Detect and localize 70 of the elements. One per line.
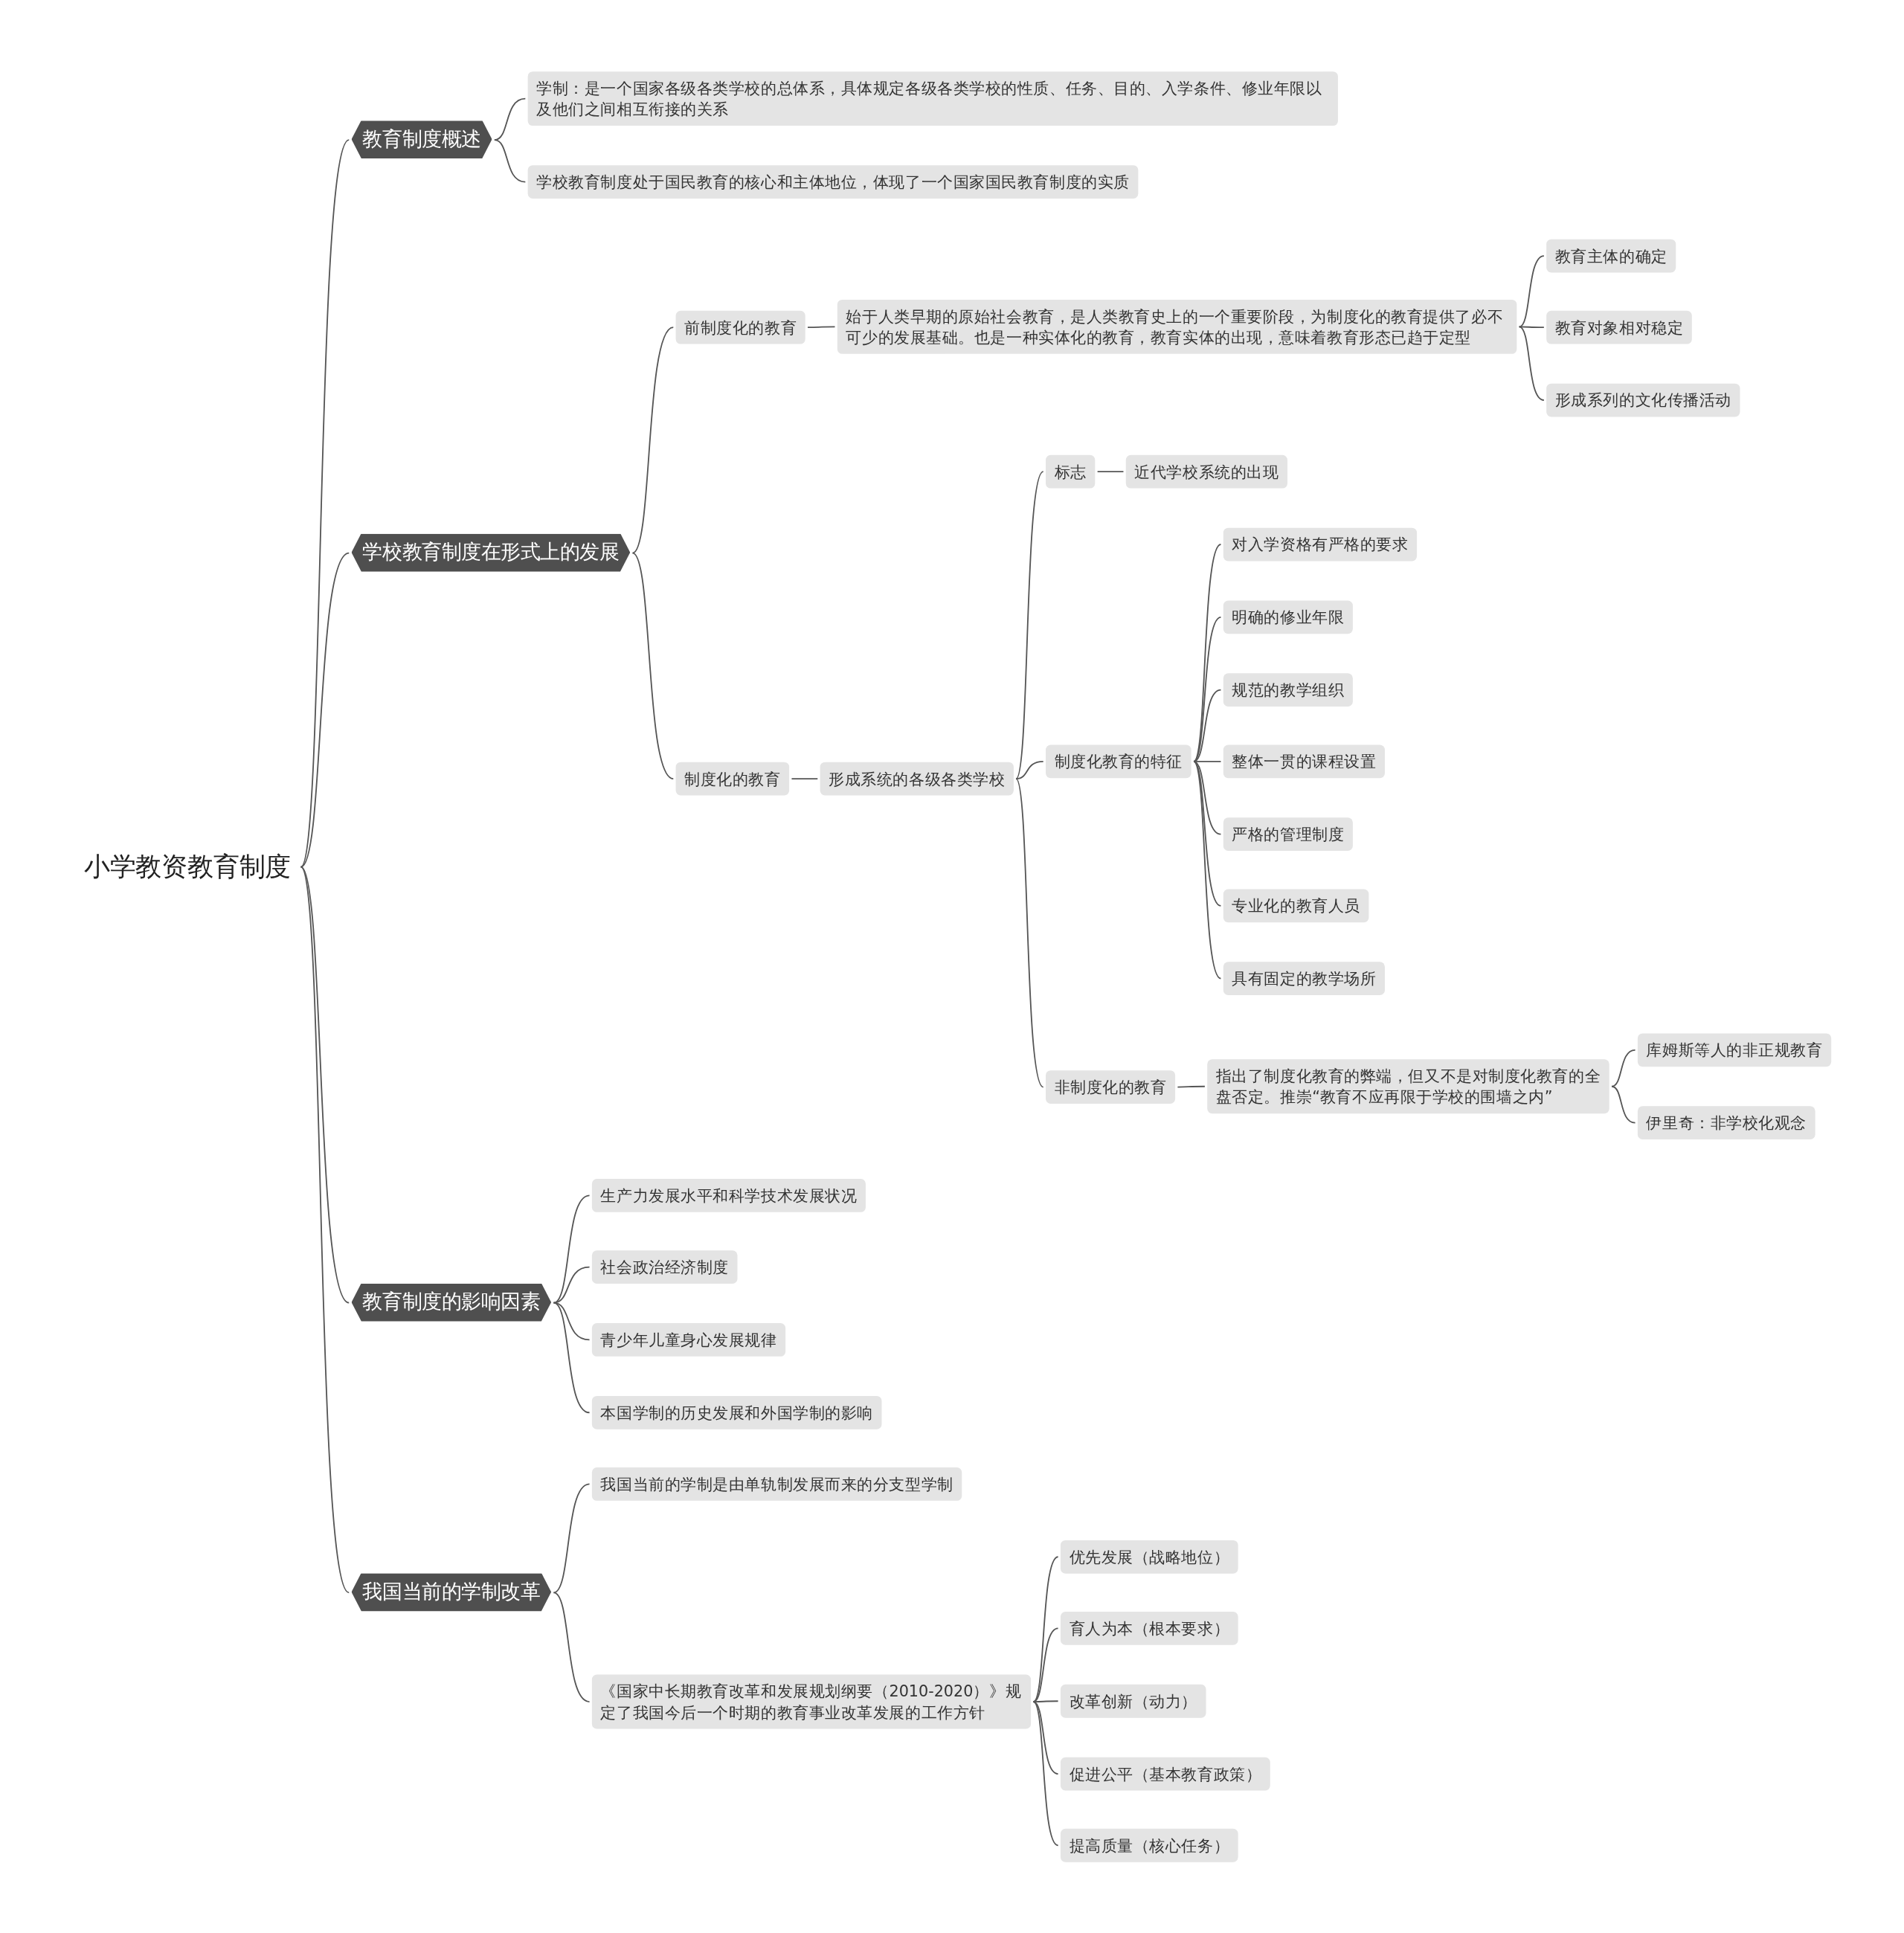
subtopic-box: 标志: [1046, 454, 1096, 488]
connector-line: [791, 778, 819, 779]
subtopic-box: 教育主体的确定: [1546, 238, 1676, 272]
connector-line: [1518, 326, 1545, 329]
connector-line: [1032, 1627, 1059, 1702]
subtopic-box: 专业化的教育人员: [1223, 888, 1369, 922]
connector-line: [553, 1194, 591, 1304]
connector-line: [1096, 471, 1125, 473]
connector-line: [493, 97, 527, 141]
connector-line: [1193, 760, 1222, 907]
subtopic-box: 近代学校系统的出现: [1125, 454, 1287, 488]
subtopic-box: 优先发展（战略地位）: [1060, 1540, 1238, 1573]
subtopic-box: 改革创新（动力）: [1060, 1684, 1206, 1717]
subtopic-box: 形成系统的各级各类学校: [820, 761, 1014, 795]
connector-line: [1032, 1701, 1059, 1847]
subtopic-box: 学校教育制度处于国民教育的核心和主体地位，体现了一个国家国民教育制度的实质: [527, 164, 1139, 199]
connector-line: [1193, 760, 1222, 980]
connector-line: [493, 139, 527, 183]
subtopic-box: 形成系列的文化传播活动: [1546, 382, 1740, 416]
connector-line: [1177, 1085, 1206, 1088]
subtopic-box: 始于人类早期的原始社会教育，是人类教育史上的一个重要阶段，为制度化的教育提供了必不可少的发展基础。也是一种实体化的教育，教育实体的出现，意味着教育形态已趋于定型: [837, 299, 1517, 354]
connector-line: [1611, 1085, 1636, 1124]
subtopic-box: 学制：是一个国家各级各类学校的总体系，具体规定各级各类学校的性质、任务、目的、入学条件、修业年限以及他们之间相互衔接的关系: [527, 71, 1338, 126]
subtopic-box: 青少年儿童身心发展规律: [591, 1322, 786, 1356]
connector-line: [300, 552, 350, 868]
connector-line: [1611, 1049, 1636, 1087]
topic-box: 学校教育制度在形式上的发展: [351, 533, 631, 572]
connector-line: [1518, 326, 1545, 401]
connector-line: [553, 1592, 591, 1702]
connector-line: [553, 1483, 591, 1594]
subtopic-box: 制度化教育的特征: [1046, 744, 1191, 778]
subtopic-box: 生产力发展水平和科学技术发展状况: [591, 1178, 866, 1212]
topic-box: 教育制度的影响因素: [351, 1283, 552, 1322]
subtopic-box: 制度化的教育: [675, 761, 790, 795]
topic-box: 教育制度概述: [351, 120, 492, 159]
topic-box: 我国当前的学制改革: [351, 1572, 552, 1612]
subtopic-box: 具有固定的教学场所: [1223, 961, 1385, 995]
subtopic-box: 规范的教学组织: [1223, 672, 1353, 707]
subtopic-box: 育人为本（根本要求）: [1060, 1611, 1238, 1644]
subtopic-box: 社会政治经济制度: [591, 1249, 738, 1284]
connector-line: [631, 552, 675, 779]
subtopic-box: 严格的管理制度: [1223, 817, 1353, 851]
subtopic-box: 非制度化的教育: [1046, 1070, 1176, 1104]
subtopic-box: 促进公平（基本教育政策）: [1060, 1756, 1270, 1790]
root-topic: 小学教资教育制度: [76, 844, 299, 890]
subtopic-box: 我国当前的学制是由单轨制发展而来的分支型学制: [591, 1467, 962, 1500]
connector-line: [553, 1302, 591, 1414]
subtopic-box: 提高质量（核心任务）: [1060, 1828, 1238, 1862]
subtopic-box: 前制度化的教育: [675, 310, 805, 344]
connector-line: [300, 139, 350, 868]
subtopic-box: 教育对象相对稳定: [1546, 310, 1692, 344]
subtopic-box: 指出了制度化教育的弊端，但又不是对制度化教育的全盘否定。推崇“教育不应再限于学校的围墙之内”: [1207, 1059, 1609, 1114]
connector-line: [1193, 689, 1222, 762]
connector-line: [1015, 760, 1044, 779]
connector-line: [1193, 616, 1222, 762]
connector-line: [300, 866, 350, 1304]
connector-line: [1193, 760, 1222, 762]
subtopic-box: 整体一贯的课程设置: [1223, 744, 1385, 778]
connector-line: [1015, 471, 1044, 779]
connector-line: [631, 327, 675, 554]
subtopic-box: 库姆斯等人的非正规教育: [1637, 1032, 1832, 1067]
connector-line: [300, 866, 350, 1594]
connector-line: [807, 326, 836, 329]
subtopic-box: 明确的修业年限: [1223, 599, 1353, 634]
subtopic-box: 伊里奇：非学校化观念: [1637, 1105, 1815, 1139]
connector-line: [1015, 778, 1044, 1088]
subtopic-box: 对入学资格有严格的要求: [1223, 527, 1418, 561]
subtopic-box: 《国家中长期教育改革和发展规划纲要（2010-2020）》规定了我国今后一个时期的教育事业改革发展的工作方针: [591, 1674, 1032, 1729]
connector-line: [1032, 1700, 1059, 1702]
subtopic-box: 本国学制的历史发展和外国学制的影响: [591, 1395, 882, 1429]
